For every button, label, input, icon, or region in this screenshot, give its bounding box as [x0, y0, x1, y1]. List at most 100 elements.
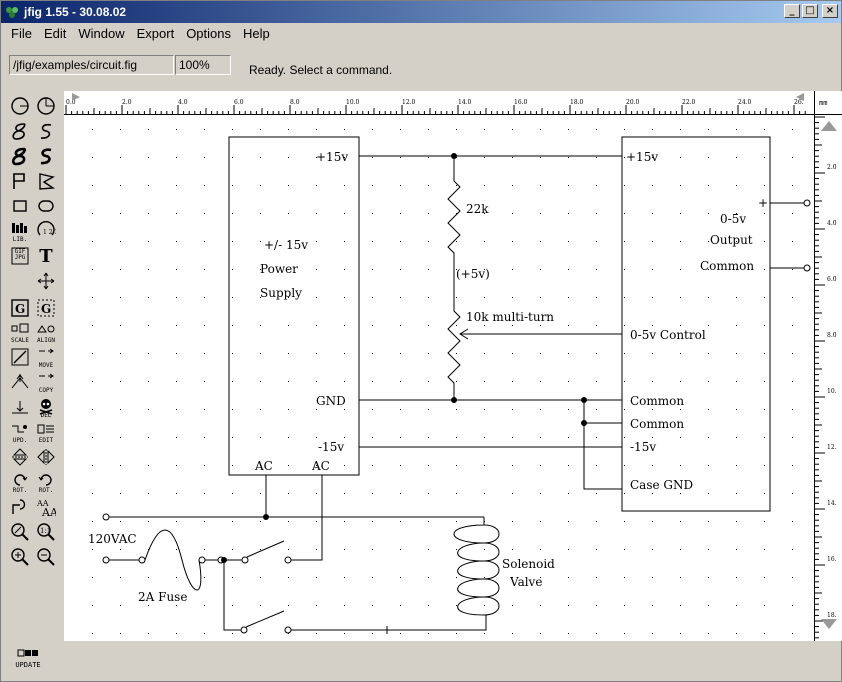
- grid-dot: [680, 157, 681, 158]
- vac-terminal-bottom[interactable]: [102, 556, 110, 564]
- rotate-cw-icon: [38, 474, 52, 486]
- power-supply-box[interactable]: [228, 136, 360, 476]
- svg-text:AA: AA: [41, 506, 56, 517]
- maximize-button[interactable]: □: [802, 4, 818, 18]
- grid-dot: [456, 465, 457, 466]
- break-compound-tool[interactable]: G: [35, 297, 57, 319]
- text-tool[interactable]: T: [39, 245, 53, 267]
- move-icon: [39, 348, 54, 354]
- closed-spline-tool[interactable]: [9, 120, 31, 142]
- output-plus-terminal[interactable]: [803, 199, 811, 207]
- grid-dot: [792, 549, 793, 550]
- grid-dot: [148, 269, 149, 270]
- arc-tool[interactable]: 1 2 3: [35, 220, 57, 242]
- menu-help[interactable]: Help: [243, 25, 270, 41]
- open-interp-spline-tool[interactable]: [35, 145, 57, 167]
- convert-tool[interactable]: [9, 496, 31, 518]
- minimize-button[interactable]: _: [784, 4, 800, 18]
- grid-dot: [428, 521, 429, 522]
- switch1-blade: [246, 540, 285, 558]
- rotate-ccw-tool[interactable]: ROT.: [9, 471, 31, 494]
- grid-dot: [596, 353, 597, 354]
- scale-tool[interactable]: SCALE: [9, 321, 31, 344]
- solenoid-coil: [453, 517, 500, 616]
- grid-dot: [260, 409, 261, 410]
- grid-dot: [680, 437, 681, 438]
- image-tool[interactable]: GIF JPG: [9, 245, 31, 267]
- grid-dot: [652, 521, 653, 522]
- ruler-tick-label: 2.0: [122, 99, 132, 106]
- grid-dot: [652, 325, 653, 326]
- move-tool[interactable]: MOVE: [35, 346, 57, 369]
- vac-terminal-top[interactable]: [102, 513, 110, 521]
- update-tool[interactable]: UPD.: [9, 421, 31, 444]
- grid-dot: [232, 269, 233, 270]
- pan-tool[interactable]: [35, 270, 57, 292]
- align-tool[interactable]: ALIGN: [35, 321, 57, 344]
- grid-dot: [484, 381, 485, 382]
- grid-dot: [400, 577, 401, 578]
- polygon-tool[interactable]: [35, 170, 57, 192]
- menu-window[interactable]: Window: [78, 25, 125, 41]
- delete-point-tool[interactable]: [9, 396, 31, 418]
- svg-text:G: G: [15, 302, 25, 316]
- flip-horizontal-tool[interactable]: [35, 446, 57, 468]
- update-button[interactable]: UPDATE: [9, 649, 47, 677]
- filename-field[interactable]: /jfig/examples/circuit.fig: [9, 55, 174, 75]
- grid-dot: [484, 605, 485, 606]
- zoom-region-tool[interactable]: [9, 521, 31, 543]
- rectangle-tool[interactable]: [9, 195, 31, 217]
- grid-dot: [400, 129, 401, 130]
- move-point-tool[interactable]: [9, 346, 31, 368]
- zoom-one-tool[interactable]: 1:1: [35, 521, 57, 543]
- close-button[interactable]: ×: [822, 4, 838, 18]
- grid-dot: [260, 493, 261, 494]
- output-box[interactable]: [621, 136, 771, 512]
- closed-interp-spline-tool[interactable]: [9, 145, 31, 167]
- add-point-tool[interactable]: [9, 371, 31, 393]
- grid-dot: [456, 549, 457, 550]
- grid-dot: [344, 493, 345, 494]
- circle-radius-tool[interactable]: [9, 95, 31, 117]
- update-squares-icon: [17, 649, 38, 657]
- rounded-rect-tool[interactable]: [35, 195, 57, 217]
- zoom-out-tool[interactable]: [35, 546, 57, 568]
- copy-tool[interactable]: COPY: [35, 371, 57, 394]
- grid-dot: [148, 633, 149, 634]
- menu-edit[interactable]: Edit: [43, 25, 67, 41]
- flip-vertical-tool[interactable]: [9, 446, 31, 468]
- grid-dot: [92, 297, 93, 298]
- ellipse-tool[interactable]: [35, 95, 57, 117]
- grid-dot: [456, 213, 457, 214]
- switch2-left-terminal: [240, 626, 248, 634]
- grid-dot: [736, 297, 737, 298]
- grid-dot: [232, 185, 233, 186]
- edit-tool[interactable]: EDIT: [35, 421, 57, 444]
- library-tool[interactable]: LIB.: [9, 220, 31, 243]
- drawing-canvas[interactable]: +/- 15v Power Supply +15v GND -15v AC AC…: [64, 115, 814, 641]
- common-wire: [583, 400, 622, 490]
- grid-dot: [260, 437, 261, 438]
- grid-dot: [568, 409, 569, 410]
- svg-text:AA: AA: [36, 499, 49, 508]
- grid-dot: [232, 521, 233, 522]
- polyline-tool[interactable]: [9, 170, 31, 192]
- grid-dot: [428, 157, 429, 158]
- psu-range-label: +/- 15v: [264, 238, 308, 252]
- menu-file[interactable]: File: [11, 25, 32, 41]
- zoom-field[interactable]: 100%: [175, 55, 231, 75]
- output-common-terminal[interactable]: [803, 264, 811, 272]
- compound-tool[interactable]: G: [9, 297, 31, 319]
- open-spline-tool[interactable]: [35, 120, 57, 142]
- grid-dot: [680, 241, 681, 242]
- menu-export[interactable]: Export: [136, 25, 175, 41]
- zoom-in-tool[interactable]: [9, 546, 31, 568]
- delete-tool[interactable]: DEL: [35, 396, 57, 419]
- menu-options[interactable]: Options: [186, 25, 231, 41]
- grid-dot: [288, 605, 289, 606]
- rotate-cw-tool[interactable]: ROT.: [35, 471, 57, 494]
